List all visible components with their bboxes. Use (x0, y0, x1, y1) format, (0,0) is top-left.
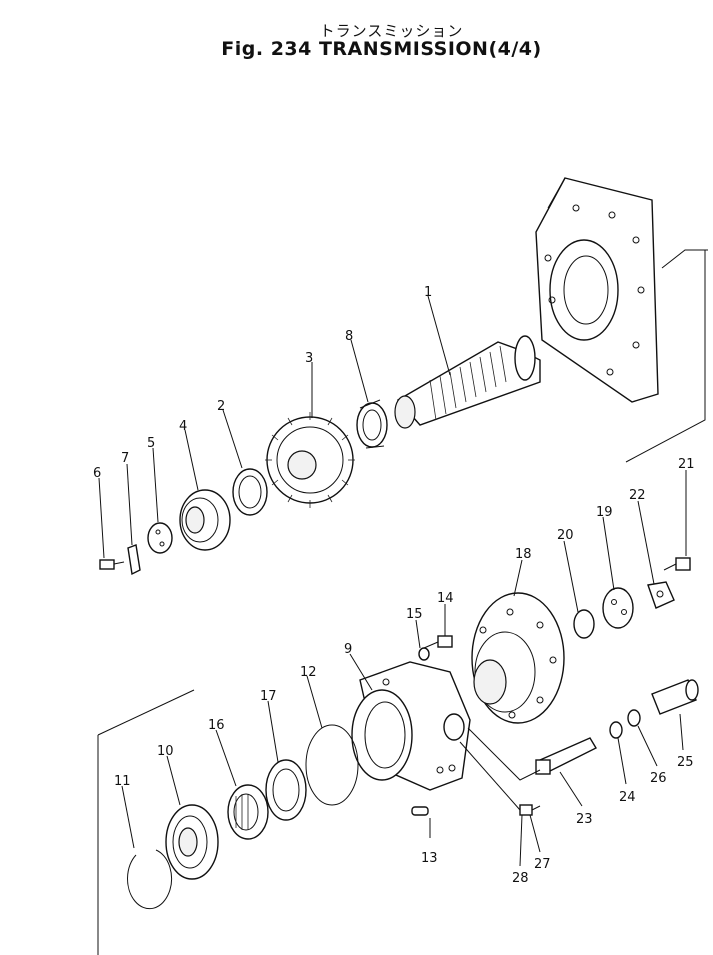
lock-plate (127, 544, 141, 576)
callout-3: 3 (305, 351, 313, 366)
o-ring-12 (305, 724, 359, 806)
callout-14: 14 (437, 591, 454, 606)
roller-bearing (227, 784, 269, 840)
callout-5: 5 (147, 436, 155, 451)
callout-8: 8 (345, 329, 353, 344)
bolt-21 (663, 557, 691, 571)
callout-10: 10 (157, 744, 174, 759)
figure-header: トランスミッション Fig. 234 TRANSMISSION(4/4) (0, 0, 713, 70)
snap-ring (127, 849, 172, 910)
callout-4: 4 (179, 419, 187, 434)
retaining-plate (147, 522, 173, 554)
housing-plate (535, 177, 708, 463)
callout-16: 16 (208, 718, 225, 733)
callout-28: 28 (512, 871, 529, 886)
callout-19: 19 (596, 505, 613, 520)
output-shaft (394, 335, 541, 429)
callout-22: 22 (629, 488, 646, 503)
callout-11: 11 (114, 774, 131, 789)
figure-title: Fig. 234 TRANSMISSION(4/4) (221, 38, 542, 60)
callout-6: 6 (93, 466, 101, 481)
gear (265, 412, 355, 508)
callout-25: 25 (677, 755, 694, 770)
callout-21: 21 (678, 457, 695, 472)
flange (471, 592, 565, 724)
dowel-pin (411, 806, 429, 816)
bolt-small (99, 559, 125, 570)
ball-bearing-10 (165, 804, 219, 880)
callout-7: 7 (121, 451, 129, 466)
callout-12: 12 (300, 665, 317, 680)
callout-13: 13 (421, 851, 438, 866)
callout-1: 1 (424, 285, 432, 300)
washer-24 (609, 721, 623, 739)
washer-15 (418, 647, 430, 661)
callout-27: 27 (534, 857, 551, 872)
callout-9: 9 (344, 642, 352, 657)
callout-20: 20 (557, 528, 574, 543)
o-ring-20 (573, 609, 595, 639)
o-ring-26 (627, 709, 641, 727)
oil-seal (265, 759, 307, 821)
bushing (356, 399, 388, 449)
callout-2: 2 (217, 399, 225, 414)
japanese-title: トランスミッション (319, 22, 464, 40)
sensor-23 (535, 737, 597, 775)
spacer-ring (232, 468, 268, 516)
callout-23: 23 (576, 812, 593, 827)
sleeve-25 (651, 679, 699, 715)
callout-26: 26 (650, 771, 667, 786)
cap-19 (602, 587, 634, 629)
callout-17: 17 (260, 689, 277, 704)
callout-15: 15 (406, 607, 423, 622)
callout-18: 18 (515, 547, 532, 562)
cover-plate-22 (647, 581, 675, 609)
ball-bearing (179, 489, 231, 551)
bolt-27 (519, 804, 541, 816)
callout-labels: 1 2 3 4 5 6 7 8 9 10 11 12 13 14 15 16 1… (93, 285, 695, 886)
bolt-14 (423, 635, 453, 649)
bearing-case (351, 661, 471, 791)
callout-24: 24 (619, 790, 636, 805)
leader-lines (98, 295, 687, 867)
